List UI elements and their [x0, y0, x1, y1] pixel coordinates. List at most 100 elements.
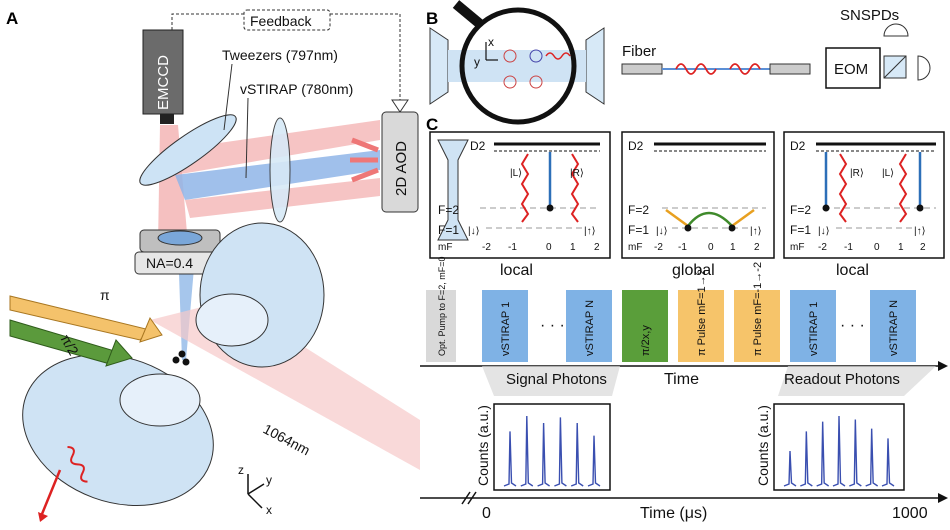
sequence-block-label-8: vSTIRAP N	[888, 300, 900, 356]
level-panel-3-ket-r: |R⟩	[850, 168, 864, 179]
photon-pulse-2-7	[881, 438, 895, 487]
photon-pulse-1-2	[520, 415, 534, 487]
tweezers-label: Tweezers (797nm)	[222, 47, 338, 63]
na-label: NA=0.4	[146, 255, 193, 271]
level-panel-2-mf-2: 0	[708, 242, 714, 253]
magnifier-ring	[459, 7, 577, 125]
emccd-camera: EMCCD	[142, 29, 184, 124]
feedback-label: Feedback	[250, 13, 312, 29]
sequence-block-3	[566, 290, 612, 362]
sequence-block-label-7: vSTIRAP 1	[808, 302, 820, 356]
sequence-block-5	[678, 290, 724, 362]
time-axis-end: 1000	[892, 505, 928, 522]
sequence-block-label-2: vSTIRAP 1	[500, 302, 512, 356]
level-panel-2-mf: mF	[628, 242, 642, 253]
level-panel-2-f2: F=2	[628, 203, 649, 217]
pi-beam	[9, 295, 151, 341]
level-panel-3-up: |↑⟩	[914, 226, 926, 237]
photon-pulse-2-1	[783, 450, 797, 487]
axis-x-label-b: x	[488, 35, 494, 49]
photon-pulse-2-4	[832, 415, 846, 487]
level-panel-3-caption: local	[836, 262, 869, 279]
level-panel-1: D2 F=2 F=1 |↓⟩ |↑⟩ |L⟩ |R⟩ mF -2 -1 0 1 …	[429, 131, 611, 279]
panel-b-letter: B	[426, 9, 438, 28]
axis-z-label: z	[238, 463, 244, 477]
aod-label: 2D AOD	[393, 141, 410, 196]
level-panel-2-mf-4: 2	[754, 242, 760, 253]
level-panel-2-mf-1: -1	[678, 242, 687, 253]
objective: NA=0.4	[134, 229, 226, 275]
feedback-arrowhead	[391, 99, 409, 113]
axis-x-label: x	[266, 503, 272, 517]
output-photon-arrow	[40, 469, 62, 515]
level-panel-3-mf-2: 0	[874, 242, 880, 253]
level-panel-1-mf-1: -1	[508, 242, 517, 253]
vstirap-pointer	[245, 97, 249, 179]
sequence-block-2	[482, 290, 528, 362]
aod-box	[381, 111, 419, 213]
level-panel-1-mf: mF	[438, 242, 452, 253]
level-panel-3-decay-l	[838, 153, 848, 223]
level-panel-1-ket-r: |R⟩	[570, 168, 584, 179]
fiber-coupler-left	[621, 63, 663, 75]
panel-c: C D2 F=2 F=1 |↓⟩ |↑⟩ |L⟩ |R⟩ mF -2 -1 0 …	[420, 115, 948, 522]
signal-photons-pulses	[503, 415, 601, 487]
eom-label: EOM	[834, 61, 868, 78]
level-panel-1-d2: D2	[470, 139, 486, 153]
fiber-photon-1	[675, 63, 717, 75]
output-photon-arrowhead	[38, 512, 48, 522]
level-panel-3-frame	[783, 131, 945, 259]
level-panel-1-decay-l	[520, 153, 530, 223]
dichroic-mirror	[139, 114, 237, 186]
level-panel-3-atom-r	[916, 204, 924, 212]
level-panel-1-mf-2: 0	[546, 242, 552, 253]
level-panel-1-mf-0: -2	[482, 242, 491, 253]
level-panel-3-down: |↓⟩	[818, 226, 830, 237]
laser-1064-label: 1064nm	[261, 421, 313, 459]
sequence-block-1	[426, 290, 456, 362]
sequence-block-label-6: π Pulse mF=-1→-2	[752, 262, 764, 356]
readout-projection	[778, 366, 936, 396]
level-panel-3-atom-l	[822, 204, 830, 212]
level-panel-1-down: |↓⟩	[468, 226, 480, 237]
level-panel-3-mf: mF	[790, 242, 804, 253]
emccd-lens	[160, 114, 174, 124]
level-panel-2-mf-0: -2	[654, 242, 663, 253]
readout-photons-title: Readout Photons	[784, 371, 900, 388]
time-axis-label: Time (μs)	[640, 505, 707, 522]
atoms	[172, 350, 190, 366]
level-panel-1-up: |↑⟩	[584, 226, 596, 237]
level-panel-1-atom	[546, 204, 554, 212]
sequence-ellipsis-1: · · ·	[540, 317, 565, 334]
feedback-loop: Feedback	[171, 9, 409, 113]
signal-photons-panel: Signal Photons Counts (a.u.)	[475, 371, 611, 491]
pi-arrowhead	[139, 316, 163, 343]
level-panel-3-mf-1: -1	[844, 242, 853, 253]
atoms-b	[503, 49, 543, 89]
photon-pulse-1-3	[537, 422, 550, 487]
time-axis-break-2	[467, 491, 477, 505]
sequence-block-label-5: π Pulse mF=1→2	[696, 269, 708, 356]
signal-photons-title: Signal Photons	[506, 371, 607, 388]
sequence-block-8	[870, 290, 916, 362]
readout-photons-ylabel: Counts (a.u.)	[755, 405, 771, 486]
panel-a: A Feedback EMCCD Tweezers (797n	[6, 9, 420, 522]
pi-half-arrowhead	[105, 339, 133, 367]
magnifier-handle	[452, 0, 484, 28]
tweezers-pointer	[223, 63, 233, 131]
photon-pulse-2-3	[816, 421, 830, 487]
signal-projection	[482, 366, 620, 396]
level-panel-1-f1: F=1	[438, 223, 459, 237]
detector-right	[917, 55, 931, 81]
time-axis-start: 0	[482, 505, 491, 522]
level-panel-1-mf-4: 2	[594, 242, 600, 253]
level-panel-1-caption: local	[500, 262, 533, 279]
feedback-box	[243, 9, 331, 31]
sequence-ellipsis-2: · · ·	[840, 317, 865, 334]
level-panel-2-atom-r	[728, 224, 736, 232]
level-panel-2-pi-right	[731, 208, 755, 228]
photon-pulse-2-2	[800, 431, 813, 487]
fiber-label: Fiber	[622, 43, 656, 60]
level-panel-2-down: |↓⟩	[656, 226, 668, 237]
